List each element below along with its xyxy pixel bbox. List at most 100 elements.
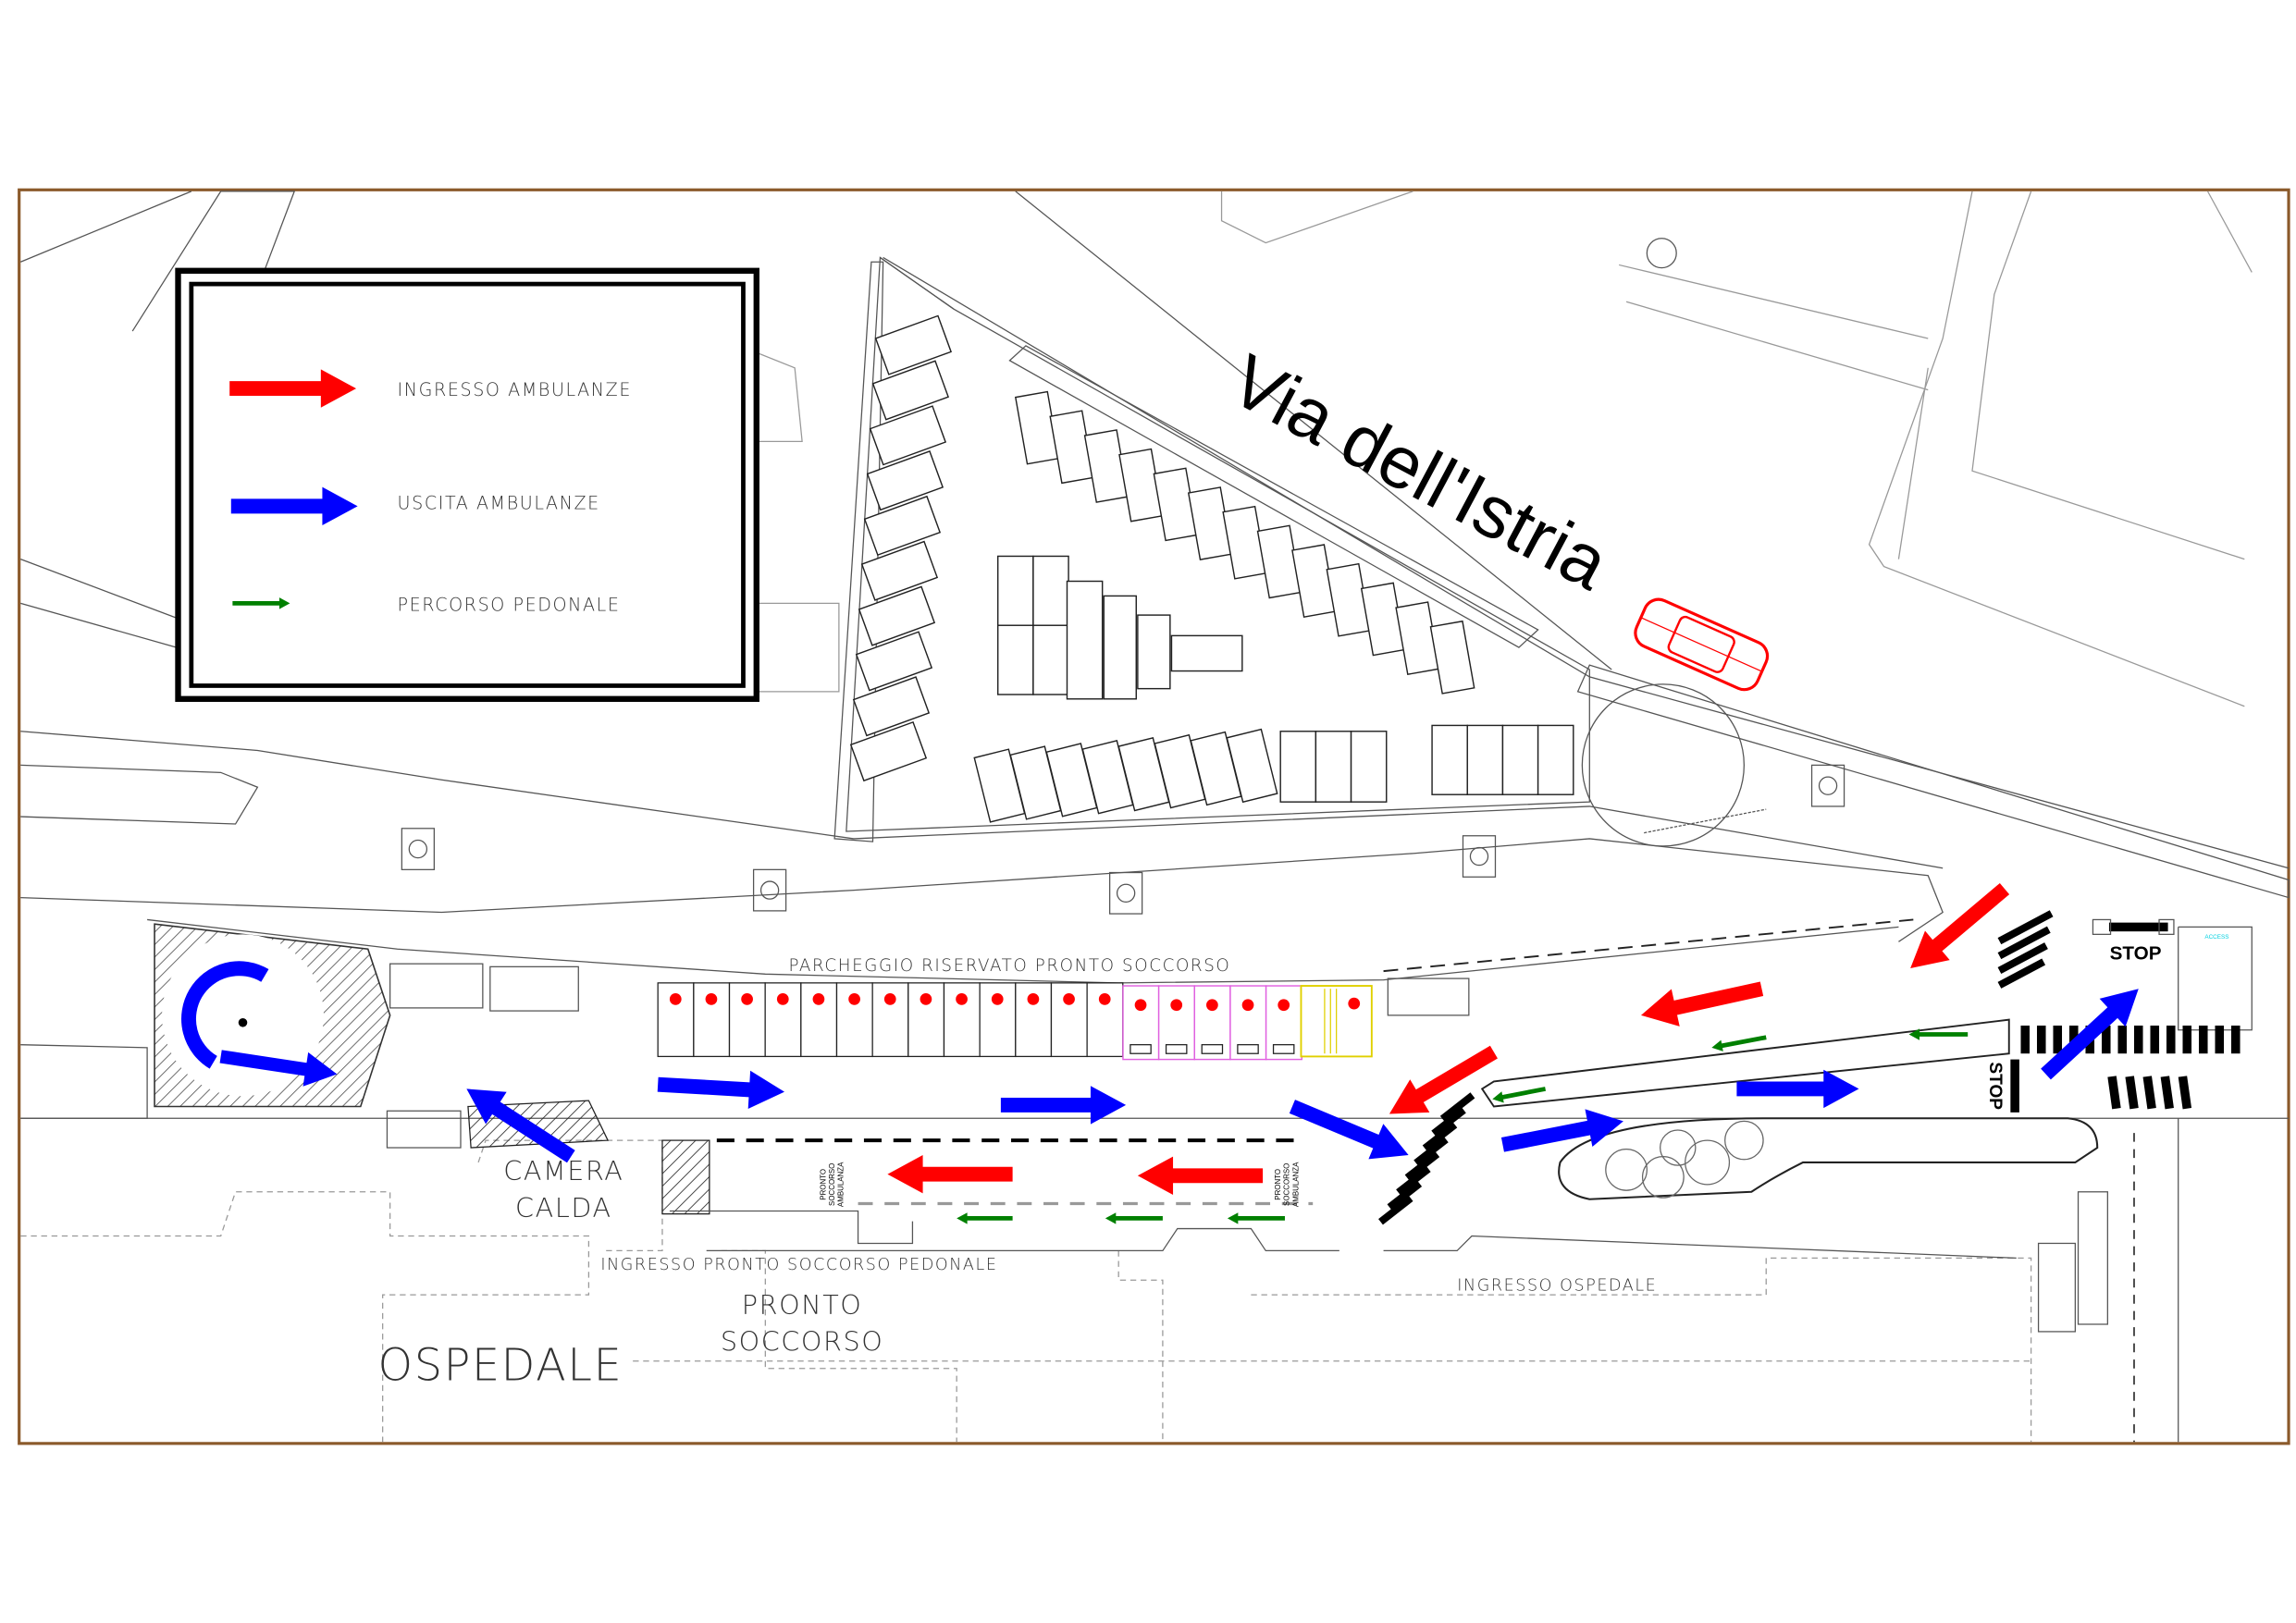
space-sign	[1201, 1044, 1224, 1054]
exit-arrow	[219, 1050, 338, 1087]
parked-car	[1226, 728, 1278, 804]
zebra-stripe	[2230, 1025, 2240, 1054]
red-car-icon	[1634, 597, 1770, 692]
reserved-marker	[705, 992, 718, 1005]
reserved-marker	[776, 992, 789, 1005]
legend-label-ingresso: INGRESSO AMBULANZE	[398, 379, 632, 400]
parked-car	[1103, 595, 1137, 700]
traffic-island	[1480, 1018, 2099, 1200]
space-sign	[1272, 1044, 1295, 1054]
pronto-soccorso-label: PRONTO	[742, 1289, 863, 1321]
entry-arrow	[1910, 882, 2010, 968]
zebra-stripe	[2117, 1025, 2128, 1054]
ps-ambulanza-sign: PRONTO SOCCORSO AMBULANZA	[1274, 1162, 1300, 1207]
svg-text:PRONTO: PRONTO	[820, 1169, 828, 1200]
legend-red-arrow-icon	[229, 369, 357, 408]
reserved-marker	[1170, 999, 1183, 1012]
ambulance-entry-arrows	[887, 882, 2010, 1195]
exit-arrow	[466, 1088, 575, 1163]
pedestrian-arrow	[1227, 1212, 1285, 1224]
reserved-marker	[1241, 999, 1254, 1012]
legend-label-uscita: USCITA AMBULANZE	[398, 493, 600, 514]
ambulance-exit-arrows	[219, 989, 2139, 1163]
stop-label: STOP	[2110, 942, 2162, 964]
zebra-stripe	[1431, 1107, 1466, 1137]
exit-arrow	[1000, 1086, 1127, 1125]
parked-car	[863, 495, 942, 557]
reserved-marker	[848, 992, 860, 1005]
reserved-marker	[1027, 992, 1040, 1005]
legend: INGRESSO AMBULANZE USCITA AMBULANZE PERC…	[175, 267, 759, 702]
zebra-stripe	[2125, 1076, 2139, 1110]
exit-arrow	[1289, 1100, 1409, 1160]
reserved-marker	[1278, 999, 1290, 1012]
stop-line	[2010, 1059, 2019, 1113]
zebra-stripe	[2101, 1025, 2111, 1054]
exit-arrow	[1736, 1069, 1859, 1109]
zebra-stripe	[1997, 942, 2048, 974]
camera-calda-label: CALDA	[515, 1192, 612, 1223]
pedestrian-arrow	[1908, 1028, 1969, 1040]
parked-car	[1170, 634, 1243, 672]
pronto-soccorso-label: SOCCORSO	[721, 1326, 884, 1358]
reserved-marker	[1348, 997, 1361, 1010]
parked-car	[1429, 620, 1475, 695]
parked-car	[858, 585, 936, 646]
svg-text:SOCCORSO: SOCCORSO	[828, 1163, 836, 1206]
entry-arrow	[1389, 1045, 1498, 1114]
parked-car	[869, 405, 947, 466]
reserved-marker	[883, 992, 896, 1005]
parked-car	[849, 720, 928, 782]
camera-calda-label: CAMERA	[503, 1155, 623, 1187]
svg-text:AMBULANZA: AMBULANZA	[837, 1162, 846, 1207]
legend-green-arrow-icon	[232, 597, 290, 609]
parked-car	[996, 624, 1034, 695]
parked-car	[1466, 724, 1504, 795]
zebra-stripe	[1387, 1180, 1423, 1211]
svg-text:AMBULANZA: AMBULANZA	[1291, 1162, 1300, 1207]
zebra-stripe	[2160, 1076, 2174, 1110]
zebra-stripe	[2182, 1025, 2192, 1054]
parked-car	[855, 631, 933, 692]
reserved-marker	[1206, 999, 1218, 1012]
entry-arrow	[1640, 981, 1764, 1027]
parked-car	[1501, 724, 1539, 795]
entry-arrow	[1137, 1156, 1264, 1195]
zebra-stripe	[1422, 1122, 1458, 1151]
parked-car	[1279, 731, 1317, 803]
stop-label: STOP	[1985, 1062, 2005, 1110]
parked-car	[1315, 731, 1352, 803]
parked-car	[866, 450, 944, 511]
parked-car	[1137, 614, 1171, 690]
access-label: ACCESS	[2204, 934, 2228, 941]
zebra-stripe	[2053, 1025, 2063, 1054]
ospedale-label: OSPEDALE	[378, 1340, 623, 1391]
parked-car	[871, 360, 950, 421]
pedestrian-arrow	[957, 1212, 1013, 1224]
reserved-marker	[1063, 992, 1075, 1005]
pedestrian-arrow	[1105, 1212, 1163, 1224]
pedestrian-arrow	[1711, 1035, 1767, 1051]
parked-car	[996, 555, 1034, 626]
ps-ambulanza-sign: PRONTO SOCCORSO AMBULANZA	[820, 1162, 846, 1207]
parked-car	[860, 540, 939, 601]
exit-arrow	[2041, 989, 2139, 1080]
zebra-stripe	[2107, 1076, 2121, 1110]
zebra-stripe	[1997, 958, 2046, 989]
pedestrian-arrows	[957, 1028, 1969, 1224]
barrier-icon	[2108, 922, 2168, 932]
zebra-stripe	[1997, 926, 2051, 960]
exit-arrow	[1500, 1109, 1623, 1152]
reserved-marker	[812, 992, 825, 1005]
legend-label-pedonale: PERCORSO PEDONALE	[398, 594, 621, 615]
parked-car	[1032, 555, 1069, 626]
legend-blue-arrow-icon	[230, 486, 358, 526]
parked-car	[1537, 724, 1574, 795]
ingresso-ps-pedonale-label: INGRESSO PRONTO SOCCORSO PEDONALE	[600, 1256, 997, 1274]
zebra-stripe	[2036, 1025, 2046, 1054]
zebra-stripe	[2133, 1025, 2143, 1054]
space-sign	[1129, 1044, 1152, 1054]
zebra-stripe	[1378, 1195, 1413, 1225]
reserved-parking-row	[657, 982, 1373, 1061]
